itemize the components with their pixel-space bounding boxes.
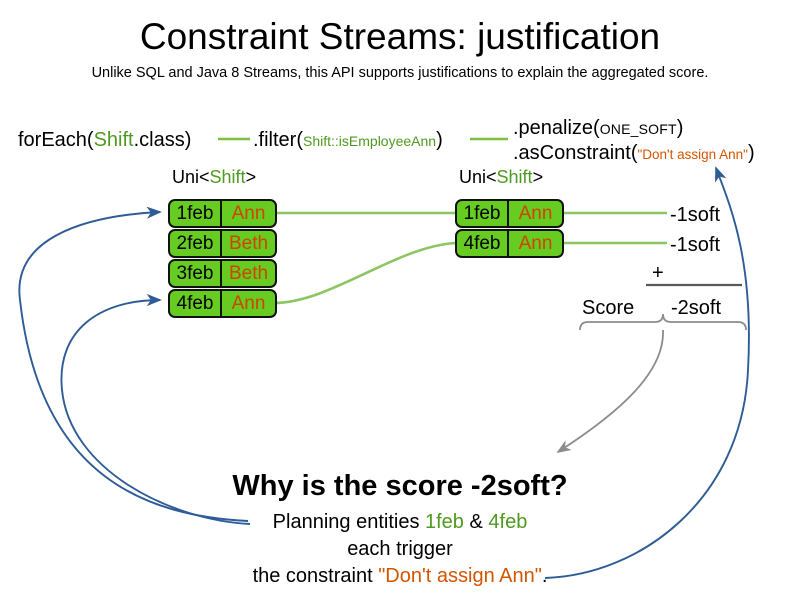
explanation-line-3-suffix: .: [541, 565, 548, 587]
shift-employee: Ann: [518, 232, 553, 254]
shift-date: 4feb: [457, 231, 509, 256]
code-penalize: .penalize(ONE_SOFT): [513, 118, 683, 138]
uni-label-left-suffix: >: [245, 167, 257, 187]
shift-employee: Beth: [228, 232, 269, 254]
shift-date: 3feb: [170, 261, 222, 286]
explanation-constraint-name: "Don't assign Ann": [378, 565, 542, 587]
score-label: Score: [582, 297, 635, 319]
uni-label-right-type: Shift: [496, 167, 533, 187]
uni-label-right-prefix: Uni<: [459, 167, 497, 187]
shift-card[interactable]: 1feb Ann: [168, 199, 277, 228]
explanation-line-2: each trigger: [347, 538, 453, 560]
explanation-line-3-prefix: the constraint: [252, 565, 379, 587]
code-penalize-arg: ONE_SOFT: [599, 121, 677, 137]
page-subtitle: Unlike SQL and Java 8 Streams, this API …: [91, 65, 709, 81]
code-filter-tail: ): [436, 129, 443, 151]
code-as-constraint-arg: "Don't assign Ann": [637, 147, 748, 162]
code-as-constraint: .asConstraint("Don't assign Ann"): [513, 143, 755, 163]
explanation-entity-4feb: 4feb: [488, 511, 528, 533]
explanation-entity-1feb: 1feb: [425, 511, 464, 533]
penalty-value-2: -1soft: [670, 234, 721, 256]
shift-date: 4feb: [170, 291, 222, 316]
code-foreach-type: Shift: [93, 129, 134, 151]
shift-employee: Beth: [228, 262, 269, 284]
shift-card[interactable]: 2feb Beth: [168, 229, 277, 258]
code-filter-call: .filter(: [253, 129, 303, 151]
explanation-line-1-conj: &: [463, 511, 489, 533]
code-foreach: forEach(Shift.class): [18, 130, 191, 150]
shift-date: 1feb: [457, 201, 509, 226]
shift-card[interactable]: 1feb Ann: [455, 199, 564, 228]
code-foreach-call: forEach(: [18, 129, 94, 151]
uni-label-right: Uni<Shift>: [459, 167, 543, 188]
shift-card[interactable]: 4feb Ann: [455, 229, 564, 258]
shift-date: 1feb: [170, 201, 222, 226]
shift-employee: Ann: [231, 292, 266, 314]
page-title: Constraint Streams: justification: [139, 16, 661, 57]
stream-connector-4feb: [273, 241, 456, 305]
uni-label-left: Uni<Shift>: [172, 167, 256, 188]
uni-label-left-prefix: Uni<: [172, 167, 210, 187]
code-penalize-call: .penalize(: [513, 117, 600, 139]
code-filter: .filter(Shift::isEmployeeAnn): [253, 130, 443, 150]
explanation-line-1: Planning entities 1feb & 4feb: [0, 511, 800, 534]
shift-employee: Ann: [518, 202, 553, 224]
sum-operator: +: [652, 262, 664, 284]
explanation-line-3: the constraint "Don't assign Ann".: [0, 565, 800, 588]
penalty-value-1: -1soft: [670, 204, 721, 226]
score-explanation-arrow: [556, 329, 664, 453]
code-as-constraint-tail: ): [747, 142, 755, 164]
explanation-line-1-prefix: Planning entities: [272, 511, 425, 533]
explanation-heading: Why is the score -2soft?: [232, 470, 568, 502]
shift-date: 2feb: [170, 231, 222, 256]
uni-label-left-type: Shift: [209, 167, 246, 187]
shift-card[interactable]: 3feb Beth: [168, 259, 277, 288]
shift-employee: Ann: [231, 202, 266, 224]
uni-label-right-suffix: >: [532, 167, 544, 187]
score-total: -2soft: [671, 297, 722, 319]
shift-card[interactable]: 4feb Ann: [168, 289, 277, 318]
code-foreach-tail: .class): [133, 129, 192, 151]
code-penalize-tail: ): [676, 117, 684, 139]
code-filter-arg: Shift::isEmployeeAnn: [303, 133, 437, 149]
code-as-constraint-call: .asConstraint(: [513, 142, 638, 164]
